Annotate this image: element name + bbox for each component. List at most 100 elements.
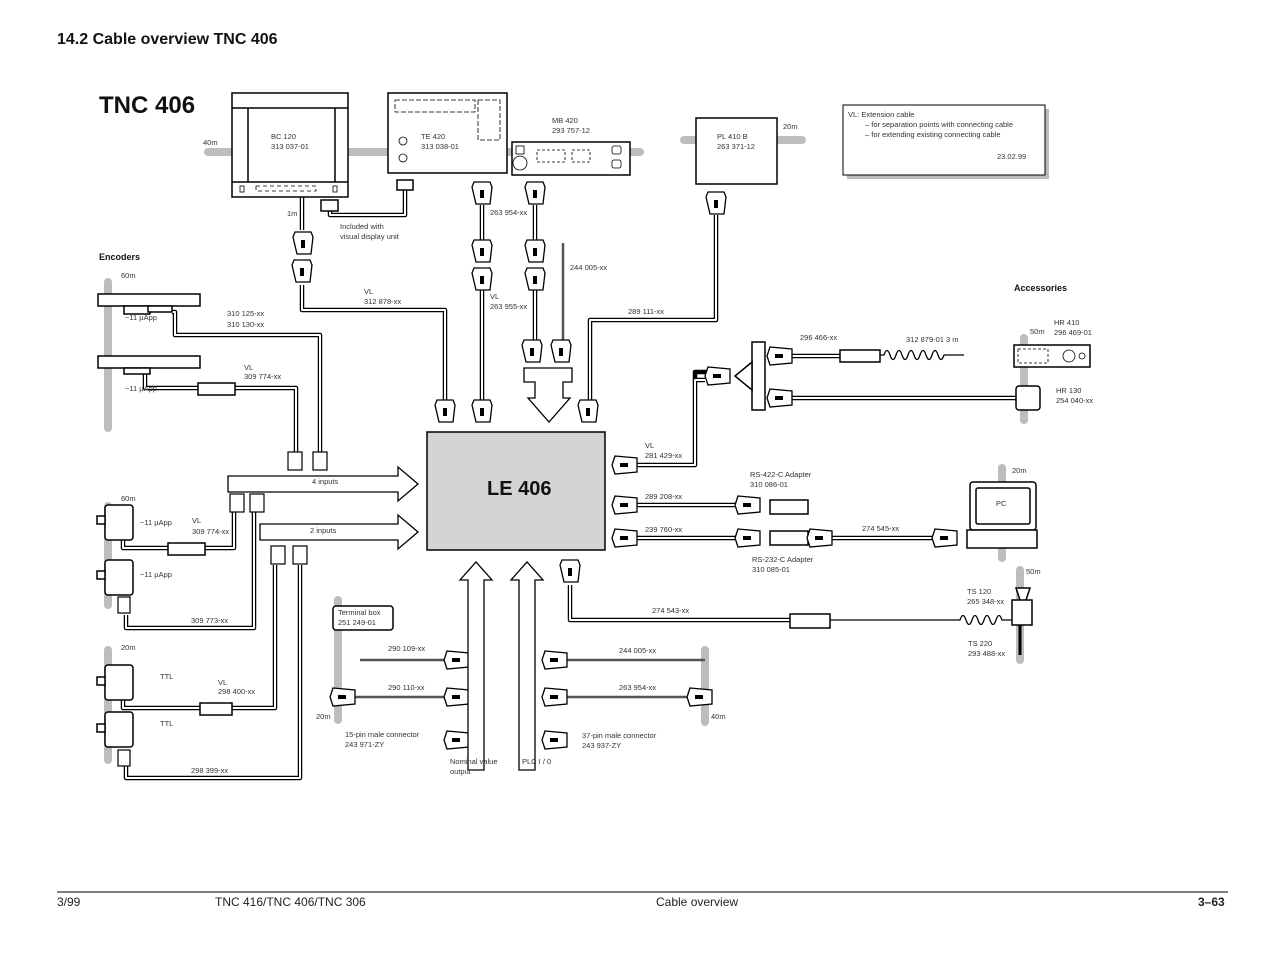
pc-length: 20m [1012,466,1027,475]
cable-length: 20m [316,712,331,721]
mb420-box [511,141,631,176]
cable-length: 40m [711,712,726,721]
ts120-part: 265 348-xx [967,597,1005,606]
hr130-name: HR 130 [1056,386,1082,395]
encoder-signal: ~11 µApp [140,518,172,527]
two-inputs-label: 2 inputs [310,526,337,535]
encoder-signal: ~11 µApp [125,384,157,393]
bc120-box [231,92,349,198]
cables [120,190,1016,781]
four-inputs-label: 4 inputs [312,477,339,486]
cable-label: 274 543-xx [652,606,690,615]
hr410-box [1013,344,1091,368]
encoder-signal: ~11 µApp [125,313,157,322]
mb420-name: MB 420 [552,116,578,125]
hr130-part: 254 040-xx [1056,396,1094,405]
cable-label: VL [490,292,500,301]
cable-label: VL [192,516,202,525]
footer-chapter: Cable overview [656,895,739,909]
note-date: 23.02.99 [997,152,1027,161]
te420-box [387,92,508,174]
adapter-label: RS-232-C Adapter [752,555,814,564]
connector-label: 243 971-ZY [345,740,385,749]
terminal-box-name: Terminal box [338,608,381,617]
pl410b-length: 20m [783,122,798,131]
cable-label: 244 005-xx [570,263,608,272]
cable-label: 298 400-xx [218,687,256,696]
ts120-probe [1011,587,1033,626]
cable-note: visual display unit [340,232,399,241]
t-splitter [751,341,766,411]
pl410b-part: 263 371-12 [717,142,755,151]
plc-arrow [509,561,545,771]
terminal-box [332,605,394,631]
ts220-name: TS 220 [968,639,993,648]
bc120-name: BC 120 [271,132,297,141]
footer-date: 3/99 [57,895,81,909]
plc-label: PLC I / 0 [522,757,552,766]
encoder-signal: TTL [160,672,174,681]
pl410b-name: PL 410 B [717,132,748,141]
hr410-name: HR 410 [1054,318,1080,327]
cable-label: 298 399-xx [191,766,229,775]
nominal-output-arrow [458,561,494,771]
page-title: TNC 406 [99,92,196,119]
connector-label: 15-pin male connector [345,730,420,739]
cable-label: 310 130-xx [227,320,265,329]
note-line: VL: Extension cable [848,110,915,119]
cable-label: 281 429-xx [645,451,683,460]
mb420-part: 293 757-12 [552,126,590,135]
cable-label: 296 466-xx [800,333,838,342]
note-box [842,104,1046,176]
encoder-length: 60m [121,494,136,503]
cable-label: 312 879-01 3 m [906,335,959,344]
ts220-part: 293 488-xx [968,649,1006,658]
output-label: Nominal value [450,757,498,766]
two-inputs-arrow [259,513,420,551]
pc-label: PC [996,499,1007,508]
hr410-part: 296 469-01 [1054,328,1092,337]
section-heading: 14.2 Cable overview TNC 406 [57,31,278,48]
cable-label: 309 773-xx [191,616,229,625]
cable-label: 309 774-xx [244,372,282,381]
encoder-signal: TTL [160,719,174,728]
adapter-label: 310 085-01 [752,565,790,574]
merge-arrow [523,367,573,423]
note-line: – for extending existing connecting cabl… [865,130,1001,139]
hr410-length: 50m [1030,327,1045,336]
ts-length: 50m [1026,567,1041,576]
cable-label: VL [364,287,374,296]
encoder-length: 60m [121,271,136,280]
cable-label: 263 954-xx [619,683,657,692]
output-label: output [450,767,471,776]
note-line: – for separation points with connecting … [865,120,1014,129]
cable-length: 1m [287,209,298,218]
encoders-heading: Encoders [99,252,141,262]
te420-name: TE 420 [421,132,446,141]
cable-label: 263 954-xx [490,208,528,217]
pl410b-box [695,117,778,185]
cable-label: 263 955-xx [490,302,528,311]
cable-label: 290 109-xx [388,644,426,653]
encoder-length: 20m [121,643,136,652]
cable-label: VL [244,363,254,372]
hr130-box [1015,385,1041,411]
bc120-part: 313 037-01 [271,142,309,151]
accessories-heading: Accessories [1014,283,1068,293]
cable-label: 290 110-xx [388,683,425,692]
cable-label: 312 878-xx [364,297,402,306]
footer-page: 3–63 [1198,895,1225,909]
cable-label: 309 774-xx [192,527,230,536]
cable-label: 289 111-xx [628,307,664,316]
bc120-length: 40m [203,138,218,147]
cable-label: VL [218,678,228,687]
cable-label: 310 125-xx [227,309,265,318]
te420-part: 313 038-01 [421,142,459,151]
cable-label: VL [645,441,655,450]
le406-box [426,431,606,551]
adapter-label: RS-422-C Adapter [750,470,812,479]
terminal-box-part: 251 249-01 [338,618,376,627]
cable-label: 274 545-xx [862,524,900,533]
footer-models: TNC 416/TNC 406/TNC 306 [215,895,366,909]
